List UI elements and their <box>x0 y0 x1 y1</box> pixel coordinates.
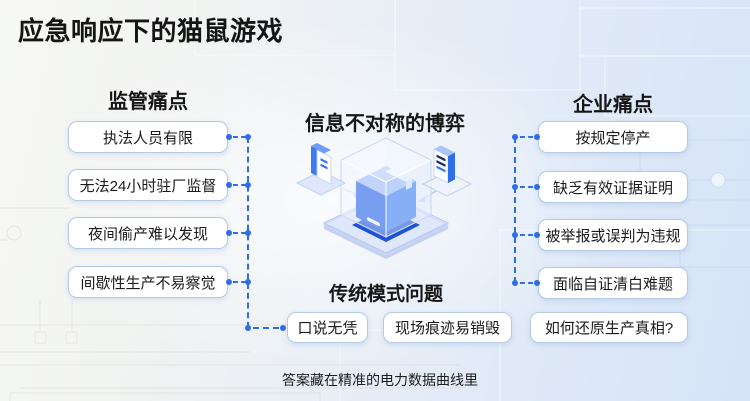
left-column-heading: 监管痛点 <box>108 91 188 113</box>
pain-point-self-proof: 面临自证清白难题 <box>538 267 688 299</box>
pain-point-intermittent-production: 间歇性生产不易察觉 <box>68 266 228 298</box>
report-panel-icon <box>421 145 473 197</box>
bottom-caption: 答案藏在精准的电力数据曲线里 <box>282 372 478 388</box>
pain-point-lack-evidence: 缺乏有效证据证明 <box>538 171 688 203</box>
page-title: 应急响应下的猫鼠游戏 <box>18 16 284 46</box>
problem-traces-destroyed: 现场痕迹易销毁 <box>383 312 512 343</box>
center-sub-heading: 传统模式问题 <box>328 284 443 305</box>
glass-cover-front <box>339 137 433 238</box>
pain-point-limited-enforcers: 执法人员有限 <box>68 121 228 153</box>
problem-restore-truth: 如何还原生产真相? <box>530 312 688 343</box>
isometric-data-cube-illustration <box>295 137 473 259</box>
pain-point-stop-production: 按规定停产 <box>538 121 688 153</box>
pain-point-night-production: 夜间偷产难以发现 <box>68 217 228 249</box>
center-heading: 信息不对称的博弈 <box>305 113 465 135</box>
document-panel-icon <box>295 143 347 196</box>
right-column-heading: 企业痛点 <box>573 94 653 116</box>
problem-no-proof: 口说无凭 <box>287 312 368 343</box>
pain-point-false-report: 被举报或误判为违规 <box>538 219 688 251</box>
pain-point-no-24h-supervision: 无法24小时驻厂监督 <box>68 169 228 201</box>
